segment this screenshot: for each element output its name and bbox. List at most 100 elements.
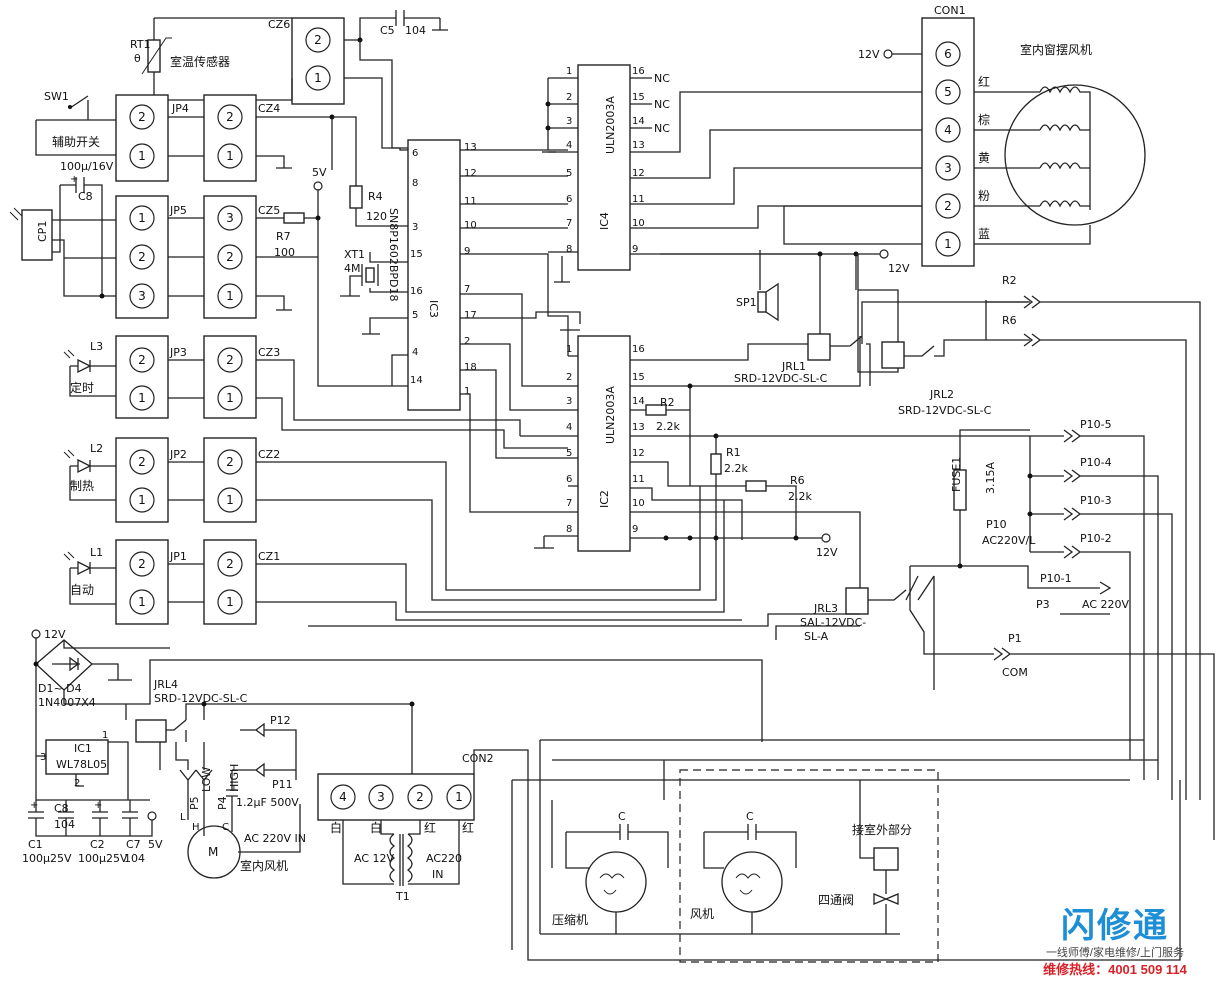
- svg-text:16: 16: [632, 66, 645, 77]
- svg-text:2: 2: [944, 199, 952, 213]
- svg-text:11: 11: [464, 196, 477, 207]
- svg-text:NC: NC: [654, 72, 670, 85]
- svg-text:C: C: [222, 822, 229, 833]
- cp1-sensor: CP1: [9, 185, 116, 297]
- svg-text:AC 220V: AC 220V: [1082, 598, 1130, 611]
- svg-text:5V: 5V: [148, 838, 163, 851]
- c8-capacitor: 100μ/16V C8 +: [60, 160, 114, 296]
- svg-text:四通阀: 四通阀: [818, 893, 854, 907]
- svg-text:1: 1: [464, 386, 470, 397]
- svg-text:制热: 制热: [70, 479, 94, 493]
- brand-watermark: 闪修通 一线师傅/家电维修/上门服务 维修热线：4001 509 114: [1020, 907, 1210, 979]
- svg-text:P5: P5: [188, 796, 201, 810]
- svg-text:P4: P4: [216, 796, 229, 810]
- svg-text:R2: R2: [660, 396, 675, 409]
- svg-text:JRL1: JRL1: [781, 360, 806, 373]
- svg-text:8: 8: [566, 244, 572, 255]
- svg-text:IN: IN: [432, 868, 443, 881]
- svg-text:3: 3: [138, 289, 146, 303]
- svg-text:红: 红: [424, 820, 436, 835]
- svg-text:C7: C7: [126, 838, 141, 851]
- svg-text:P3: P3: [1036, 598, 1050, 611]
- svg-text:12V: 12V: [816, 546, 838, 559]
- svg-text:R2: R2: [1002, 274, 1017, 287]
- svg-text:7: 7: [566, 218, 572, 229]
- svg-text:JP3: JP3: [169, 346, 187, 359]
- svg-text:1N4007X4: 1N4007X4: [38, 696, 96, 709]
- svg-text:辅助开关: 辅助开关: [52, 135, 100, 149]
- svg-text:AC 220V IN: AC 220V IN: [244, 832, 306, 845]
- svg-text:2: 2: [138, 557, 146, 571]
- filter-capacitors: ++ C8 104 C1 100μ25V C2 100μ25V C7 104 5…: [22, 799, 163, 865]
- svg-text:压缩机: 压缩机: [552, 912, 588, 927]
- svg-text:1: 1: [566, 66, 572, 77]
- svg-text:1: 1: [226, 149, 234, 163]
- svg-text:C5: C5: [380, 24, 395, 37]
- jp1-connector: 2 1 JP1: [115, 539, 187, 625]
- svg-text:CZ4: CZ4: [258, 102, 280, 115]
- bridge-rectifier: 12V D1~ D4 1N4007X4: [31, 628, 763, 800]
- svg-text:R6: R6: [1002, 314, 1017, 327]
- svg-text:室内窗摆风机: 室内窗摆风机: [1020, 42, 1092, 57]
- jrl3-relay: JRL3 SAL-12VDC- SL-A: [800, 565, 960, 643]
- svg-text:HIGH: HIGH: [228, 764, 241, 792]
- svg-text:1: 1: [566, 344, 572, 355]
- svg-text:CZ1: CZ1: [258, 550, 280, 563]
- svg-text:棕: 棕: [978, 112, 990, 127]
- svg-text:C8: C8: [78, 190, 93, 203]
- svg-text:C2: C2: [90, 838, 105, 851]
- jrl2-relay: JRL2 SRD-12VDC-SL-C: [857, 254, 992, 417]
- svg-text:P11: P11: [272, 778, 293, 791]
- svg-text:100μ25V: 100μ25V: [78, 852, 128, 865]
- svg-text:100: 100: [274, 246, 295, 259]
- svg-text:L: L: [180, 812, 186, 823]
- svg-text:θ: θ: [134, 52, 141, 65]
- svg-text:P10-4: P10-4: [1080, 456, 1112, 469]
- svg-text:ULN2003A: ULN2003A: [604, 96, 617, 154]
- svg-text:6: 6: [944, 47, 952, 61]
- svg-text:粉: 粉: [978, 189, 990, 203]
- svg-text:CZ6: CZ6: [268, 18, 290, 31]
- svg-text:16: 16: [410, 286, 423, 297]
- svg-text:5: 5: [944, 85, 952, 99]
- svg-text:2: 2: [416, 790, 424, 804]
- svg-text:2.2k: 2.2k: [724, 462, 748, 475]
- r6-resistor: [745, 480, 767, 492]
- svg-text:14: 14: [632, 396, 645, 407]
- svg-text:+: +: [30, 800, 38, 811]
- svg-text:IC1: IC1: [74, 742, 92, 755]
- svg-text:15: 15: [632, 92, 645, 103]
- svg-text:SRD-12VDC-SL-C: SRD-12VDC-SL-C: [734, 372, 828, 385]
- svg-text:9: 9: [464, 246, 470, 257]
- con1-connector: 6 5 4 3 2 1 CON1: [921, 4, 975, 267]
- svg-text:11: 11: [632, 194, 645, 205]
- svg-text:CZ3: CZ3: [258, 346, 280, 359]
- r7-resistor: [283, 212, 305, 224]
- svg-text:2: 2: [226, 353, 234, 367]
- r1-resistor: [710, 453, 722, 475]
- svg-text:ULN2003A: ULN2003A: [604, 386, 617, 444]
- svg-text:R1: R1: [726, 446, 741, 459]
- svg-text:1: 1: [102, 730, 108, 741]
- svg-text:AC220: AC220: [426, 852, 462, 865]
- svg-text:L3: L3: [90, 340, 103, 353]
- svg-text:120: 120: [366, 210, 387, 223]
- svg-text:2.2k: 2.2k: [656, 420, 680, 433]
- svg-text:7: 7: [464, 284, 470, 295]
- jp2-connector: 2 1 JP2: [115, 437, 187, 523]
- ic1-regulator: IC1 WL78L05 1 2 3: [36, 730, 129, 800]
- svg-text:2: 2: [226, 557, 234, 571]
- cz3-connector: 2 1 CZ3: [203, 335, 280, 419]
- svg-text:白: 白: [370, 820, 382, 835]
- jrl1-relay: JRL1 SRD-12VDC-SL-C: [734, 301, 1030, 386]
- svg-text:104: 104: [54, 818, 75, 831]
- svg-text:11: 11: [632, 474, 645, 485]
- svg-text:P10-1: P10-1: [1040, 572, 1072, 585]
- svg-text:D1~ D4: D1~ D4: [38, 682, 82, 695]
- svg-text:SRD-12VDC-SL-C: SRD-12VDC-SL-C: [154, 692, 248, 705]
- svg-text:2: 2: [566, 92, 572, 103]
- l2-led: L2 制热: [63, 442, 116, 501]
- svg-text:R6: R6: [790, 474, 805, 487]
- svg-text:JP2: JP2: [169, 448, 187, 461]
